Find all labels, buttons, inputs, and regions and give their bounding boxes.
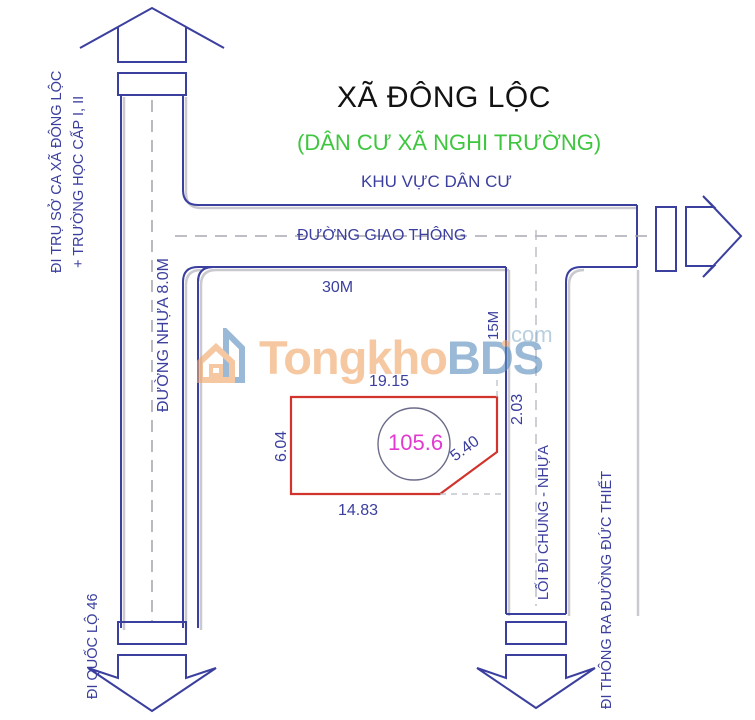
area-circle-icon: [377, 407, 451, 481]
arrow-down-right-icon[interactable]: [476, 621, 596, 710]
page-title: XÃ ĐÔNG LỘC: [337, 81, 551, 114]
label-parcel-area: 105.6: [388, 430, 444, 455]
label-loi-di-chung: LỐI ĐI CHUNG - NHỰA: [536, 445, 552, 600]
page-subtitle-secondary: KHU VỰC DÂN CƯ: [361, 172, 512, 191]
page-subtitle: (DÂN CƯ XÃ NGHI TRƯỜNG): [297, 130, 602, 155]
label-parcel-right-edge: 2.03: [509, 393, 526, 425]
horizontal-main-road: [175, 205, 648, 628]
common-lane: [505, 230, 567, 615]
parcel-boundary: [289, 395, 499, 496]
label-duong-giao-thong: ĐƯỜNG GIAO THÔNG: [297, 227, 467, 244]
label-direction-top-left-line1: ĐI TRỤ SỞ CA XÃ ĐÔNG LỘC: [49, 70, 65, 273]
label-parcel-bottom-edge: 14.83: [338, 502, 379, 519]
arrow-up-icon[interactable]: [79, 6, 225, 96]
label-parcel-left-edge: 6.04: [273, 430, 290, 462]
label-direction-duc-thiet: ĐI THÔNG RA ĐƯỜNG ĐỨC THIẾT: [599, 470, 615, 709]
label-direction-quoc-lo-46: ĐI QUỐC LỘ 46: [85, 593, 101, 699]
road-shadow-outlines: [122, 97, 640, 630]
arrow-right-icon[interactable]: [655, 195, 743, 278]
label-direction-top-left-line2: + TRƯỜNG HỌC CẤP I, II: [71, 95, 87, 268]
parcel-tick-lines: [440, 380, 506, 495]
arrow-down-left-icon[interactable]: [87, 621, 217, 713]
vertical-left-road: [120, 94, 637, 628]
label-parcel-top-edge: 19.15: [369, 373, 410, 390]
label-setback-15m: 15M: [485, 310, 502, 340]
label-duong-nhua: ĐƯỜNG NHỰA 8.0M: [155, 258, 172, 412]
label-setback-30m: 30M: [322, 279, 354, 296]
